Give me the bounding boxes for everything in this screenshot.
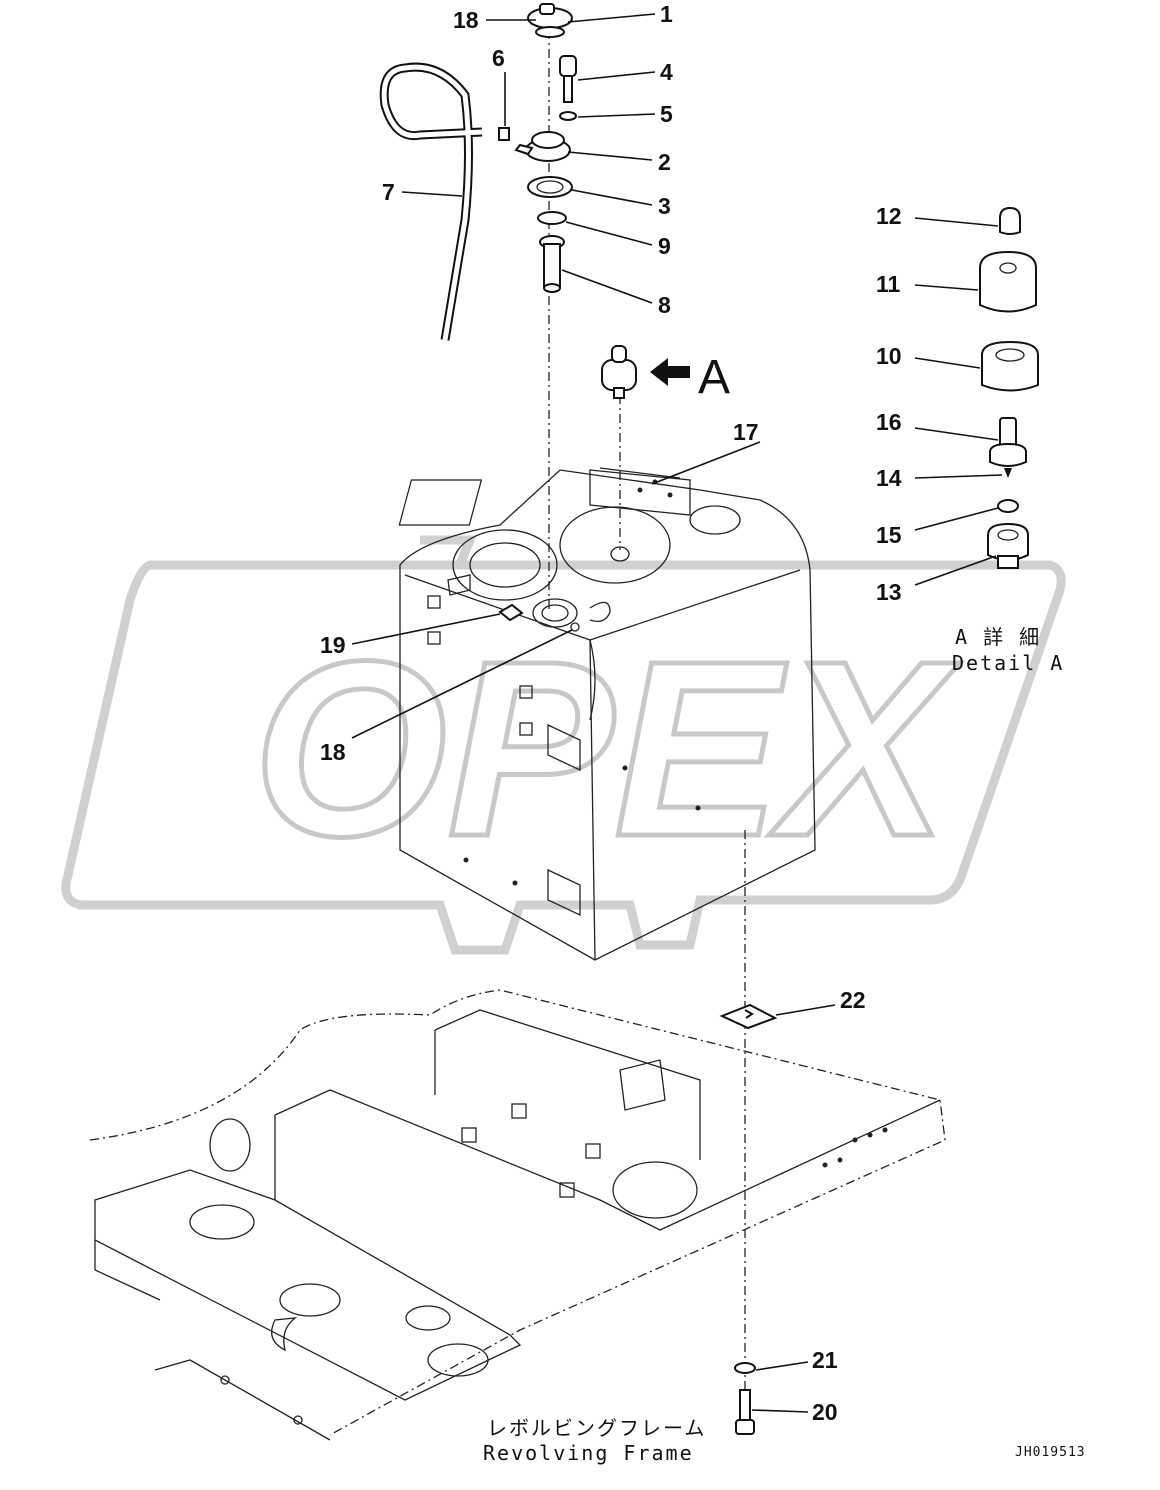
- opex-watermark-logo: OPEX: [61, 535, 1066, 955]
- leader-lines: [351, 13, 1003, 1413]
- arrow-a-icon: [650, 358, 690, 386]
- part-6-clip: [498, 127, 510, 141]
- callout-15: 15: [876, 522, 902, 548]
- part-13-boss: [987, 522, 1029, 569]
- hydraulic-tank: [398, 467, 816, 961]
- callout-13: 13: [876, 579, 902, 605]
- watermark-text: OPEX: [253, 609, 961, 888]
- frame-label-ja: レボルビングフレーム: [487, 1416, 706, 1440]
- callout-8: 8: [658, 292, 671, 318]
- axis-lines: [548, 30, 746, 1390]
- part-22-shim: [719, 1003, 778, 1030]
- part-10-body: [981, 340, 1039, 392]
- callout-5: 5: [660, 101, 673, 127]
- revolving-frame: [89, 989, 946, 1441]
- callout-22: 22: [840, 987, 866, 1013]
- revolving-frame-caption: レボルビングフレーム Revolving Frame: [483, 1416, 706, 1465]
- part-9-o-ring: [537, 211, 567, 225]
- parts: [379, 3, 1039, 1435]
- callout-19: 19: [320, 632, 346, 658]
- arrow-marker-a: A: [698, 351, 730, 404]
- part-4-bolt: [559, 55, 577, 103]
- part-18-pin: [570, 622, 580, 632]
- callout-17: 17: [733, 419, 759, 445]
- part-1-cap: [527, 3, 573, 38]
- callout-9: 9: [658, 233, 671, 259]
- detail-a-en: Detail A: [952, 651, 1064, 675]
- callout-14: 14: [876, 465, 902, 491]
- part-20-bolt: [735, 1389, 755, 1435]
- detail-a-ja: A 詳 細: [955, 625, 1041, 649]
- callout-2: 2: [658, 149, 671, 175]
- part-19-plate: [498, 603, 524, 622]
- callout-10: 10: [876, 343, 902, 369]
- frame-label-en: Revolving Frame: [483, 1441, 694, 1465]
- part-11-cover: [979, 250, 1037, 313]
- callout-20: 20: [812, 1399, 838, 1425]
- callout-4: 4: [660, 59, 673, 85]
- part-2-flange: [514, 131, 571, 162]
- part-15-seal: [997, 499, 1019, 513]
- callout-labels: 18 1 6 4 5 2 7 3 9 8 A 17 19 18 12 11 10…: [320, 1, 902, 1425]
- detail-a-caption: A 詳 細 Detail A: [952, 625, 1064, 675]
- callout-3: 3: [658, 193, 671, 219]
- part-12-cap: [999, 206, 1021, 235]
- drawing-id: JH019513: [1015, 1445, 1086, 1460]
- callout-6: 6: [492, 45, 505, 71]
- part-21-washer: [734, 1362, 756, 1374]
- callout-11: 11: [876, 271, 901, 297]
- callout-18-top: 18: [453, 7, 479, 33]
- part-3-gasket: [527, 176, 573, 198]
- callout-12: 12: [876, 203, 902, 229]
- part-16-sensor: [989, 417, 1027, 478]
- callout-7: 7: [382, 179, 395, 205]
- part-8-strainer: [539, 235, 565, 293]
- callout-18-tank: 18: [320, 739, 346, 765]
- callout-21: 21: [812, 1347, 838, 1373]
- callout-16: 16: [876, 409, 902, 435]
- part-sensor-a: [601, 345, 637, 399]
- part-5-washer: [559, 111, 577, 121]
- callout-1: 1: [660, 1, 673, 27]
